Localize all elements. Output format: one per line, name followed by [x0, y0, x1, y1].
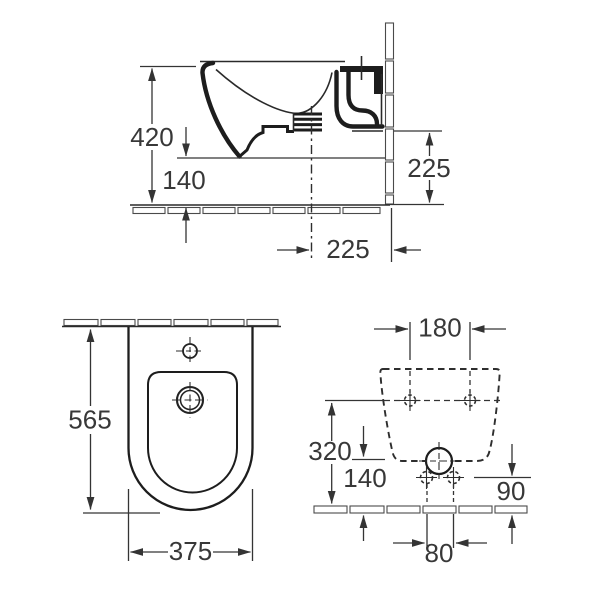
dim-label-fixing-hole-height: 320 — [308, 436, 351, 466]
dimension-80: 80 — [393, 484, 487, 568]
dim-label-lower-hole-spacing: 80 — [425, 538, 454, 568]
faucet-hole-marker — [176, 337, 204, 365]
bidet-plan-outline — [127, 327, 254, 512]
drain-hole-marker-plan — [172, 382, 208, 418]
dimension-140-side: 140 — [162, 127, 385, 243]
dimension-180: 180 — [374, 313, 506, 393]
dim-label-overall-depth: 565 — [68, 405, 111, 435]
lower-hole-marker-right — [443, 467, 464, 489]
dimension-90: 90 — [474, 444, 531, 544]
dim-label-floor-clearance: 140 — [162, 165, 205, 195]
dim-label-fixing-hole-spacing: 180 — [418, 313, 461, 343]
dimension-420: 420 — [130, 65, 196, 203]
wall-section-plan — [62, 318, 281, 328]
drain-hole-marker-rear — [419, 442, 459, 481]
dimension-320: 320 — [308, 402, 352, 504]
floor-section — [130, 204, 390, 215]
fixing-hole-marker-right — [459, 390, 481, 411]
dim-label-outlet-height: 225 — [407, 153, 450, 183]
rear-view: 180 — [308, 313, 531, 568]
dimension-140-rear: 140 — [343, 426, 387, 541]
lower-hole-marker-left — [416, 467, 437, 489]
bidet-rim-inner — [147, 371, 238, 494]
drain-grate — [292, 112, 322, 132]
dimension-565: 565 — [68, 329, 160, 514]
dimension-225-vertical: 225 — [390, 130, 451, 206]
dim-label-lower-hole-height: 90 — [497, 476, 526, 506]
dim-label-overall-width: 375 — [169, 536, 212, 566]
floor-section-rear — [313, 505, 528, 514]
dim-label-rim-height: 420 — [130, 122, 173, 152]
bidet-rear-outline-dashed — [379, 368, 501, 462]
dim-label-drain-to-wall: 225 — [326, 234, 369, 264]
dimension-225-horizontal: 225 — [277, 208, 421, 264]
dimension-375: 375 — [127, 489, 254, 566]
wall-section — [384, 22, 395, 205]
plan-view: 565 375 — [62, 318, 281, 566]
side-view: 420 140 225 225 — [130, 22, 451, 264]
fixing-hole-marker-left — [399, 390, 421, 411]
bidet-side-profile — [200, 56, 385, 159]
dim-label-drain-center-height: 140 — [343, 463, 386, 493]
outlet-pipe — [334, 69, 385, 129]
